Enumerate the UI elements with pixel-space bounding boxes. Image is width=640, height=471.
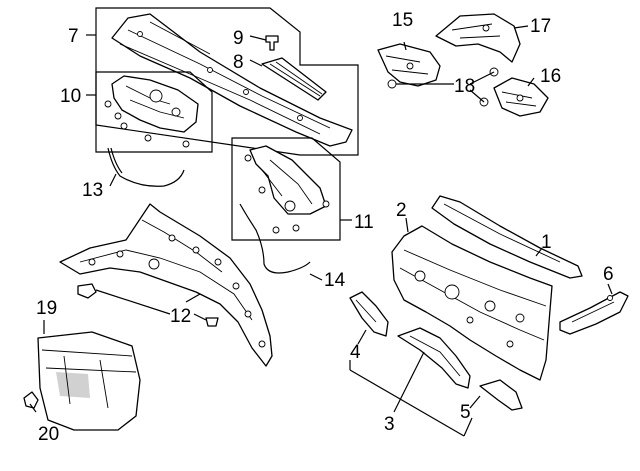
callout-15[interactable]: 15 [392, 10, 413, 31]
group-outline-7 [95, 7, 359, 156]
dash-insulator [59, 203, 273, 367]
callout-14[interactable]: 14 [324, 270, 346, 291]
bracket-5 [479, 379, 523, 411]
drain-hose-13 [107, 147, 185, 187]
callout-5[interactable]: 5 [460, 402, 471, 423]
bracket-6 [559, 291, 629, 335]
callout-12[interactable]: 12 [170, 306, 191, 327]
callout-8[interactable]: 8 [233, 52, 244, 73]
callout-11[interactable]: 11 [354, 212, 374, 233]
bracket-group-11 [231, 137, 341, 241]
cowl-clip [265, 35, 279, 51]
cowl-panel-group [95, 7, 359, 156]
clip-18a [387, 79, 397, 89]
callout-13[interactable]: 13 [82, 180, 103, 201]
callout-2[interactable]: 2 [396, 200, 407, 221]
dash-panel-2 [391, 225, 553, 381]
clip-12a [77, 283, 97, 299]
callout-19[interactable]: 19 [36, 298, 57, 319]
clip-20 [23, 391, 39, 409]
cowl-top-panel [111, 13, 353, 147]
rear-panel-19 [37, 331, 141, 431]
group-outline-10 [95, 71, 213, 153]
callout-3[interactable]: 3 [384, 414, 395, 435]
callout-9[interactable]: 9 [233, 28, 244, 49]
callout-20[interactable]: 20 [38, 424, 59, 445]
callout-6[interactable]: 6 [603, 264, 614, 285]
panel-19 [37, 331, 141, 431]
callout-7[interactable]: 7 [68, 26, 79, 47]
callout-10[interactable]: 10 [60, 86, 81, 107]
bracket-3 [397, 327, 471, 389]
drain-hose-14 [239, 203, 311, 274]
callout-17[interactable]: 17 [530, 16, 551, 37]
clip-12b [205, 317, 219, 327]
callout-16[interactable]: 16 [540, 66, 561, 87]
callout-18[interactable]: 18 [454, 76, 475, 97]
bracket-17 [435, 13, 521, 63]
dash-insulator-12 [59, 203, 273, 367]
callouts: 1 2 3 4 5 6 7 8 9 10 11 12 13 14 15 16 1… [36, 10, 614, 445]
group-outline-11 [231, 137, 341, 241]
bracket-group-10 [95, 71, 213, 153]
drain-hose-13-inner [110, 147, 123, 174]
callout-1[interactable]: 1 [541, 232, 552, 253]
leader-lines [29, 25, 613, 437]
callout-4[interactable]: 4 [350, 342, 361, 363]
